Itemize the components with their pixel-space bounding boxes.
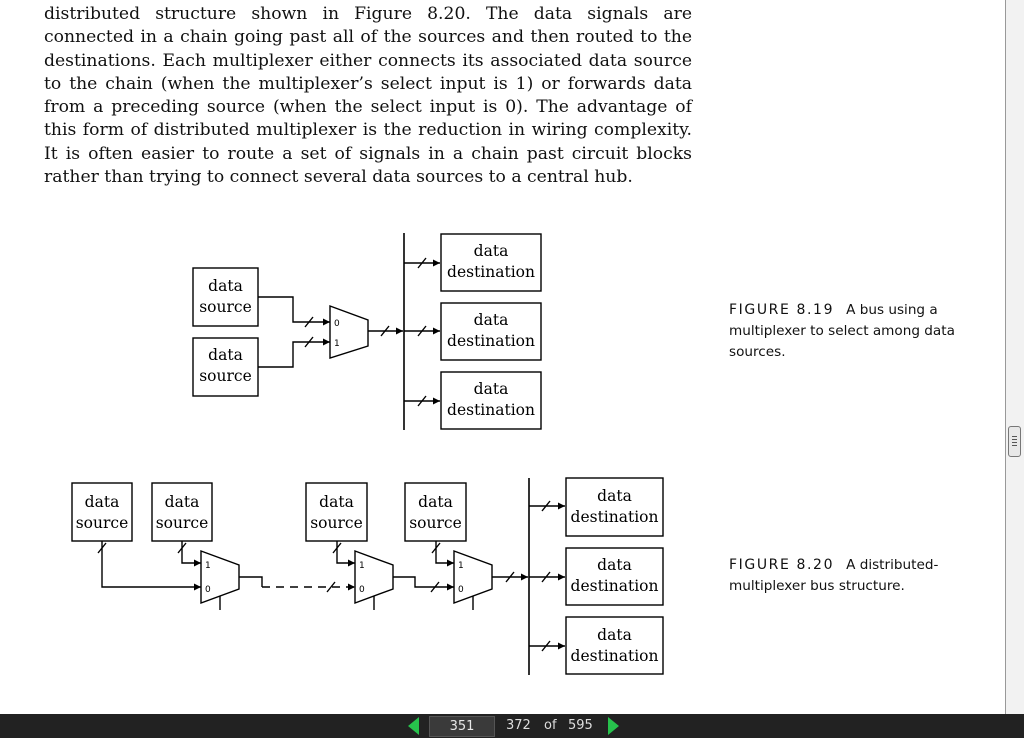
scrollbar-thumb[interactable] (1008, 426, 1021, 457)
fig19-destination-box-3 (440, 371, 542, 430)
fig20-source-4-line1: data (418, 493, 453, 511)
fig20-source-4-line2: source (409, 514, 462, 532)
fig20-destination-1-line1: data (597, 487, 632, 505)
fig20-source-1-line2: source (76, 514, 129, 532)
total-pages-label: 595 (568, 718, 593, 733)
fig19-destination-3-line2: destination (447, 401, 535, 419)
figure-8-19-caption-text: A bus using a multiplexer to select amon… (729, 302, 955, 360)
fig20-source-3-line2: source (310, 514, 363, 532)
fig19-destination-3-line1: data (474, 380, 509, 398)
fig20-source-box-2 (151, 482, 213, 542)
figure-8-20-diagram: data source data source data source data… (71, 477, 664, 675)
fig19-mux-port-1: 1 (334, 339, 340, 349)
fig20-destination-2-line1: data (597, 556, 632, 574)
figure-8-19-diagram: data source data source 0 1 data destina… (192, 233, 542, 430)
fig20-source-3-line1: data (319, 493, 354, 511)
fig20-destination-box-2 (565, 547, 664, 606)
fig20-mux-3-port-0: 0 (458, 585, 464, 595)
fig20-destination-box-3 (565, 616, 664, 675)
fig19-destination-2-line2: destination (447, 332, 535, 350)
document-page: distributed structure shown in Figure 8.… (0, 0, 1005, 714)
body-paragraph: distributed structure shown in Figure 8.… (44, 4, 692, 188)
fig20-mux-2 (354, 549, 394, 605)
fig20-mux-1-port-1: 1 (205, 561, 211, 571)
fig19-mux (329, 304, 369, 359)
fig19-mux-port-0: 0 (334, 319, 340, 329)
fig19-source-2-line2: source (199, 367, 252, 385)
fig20-source-2-line2: source (156, 514, 209, 532)
fig19-destination-1-line1: data (474, 242, 509, 260)
fig19-destination-box-2 (440, 302, 542, 361)
fig20-destination-3-line2: destination (571, 647, 659, 665)
fig20-mux-3 (453, 549, 493, 605)
fig19-source-1-line2: source (199, 298, 252, 316)
fig19-source-1-line1: data (208, 277, 243, 295)
fig19-source-2-line1: data (208, 346, 243, 364)
fig20-source-box-1 (71, 482, 133, 542)
fig20-mux-1 (200, 549, 240, 605)
figure-8-20-caption-text: A distributed-multiplexer bus structure. (729, 557, 939, 594)
vertical-scrollbar[interactable] (1005, 0, 1024, 714)
fig19-destination-box-1 (440, 233, 542, 292)
fig20-destination-1-line2: destination (571, 508, 659, 526)
fig19-destination-1-line2: destination (447, 263, 535, 281)
fig20-destination-box-1 (565, 477, 664, 537)
fig20-mux-3-port-1: 1 (458, 561, 464, 571)
figure-8-20-label: FIGURE 8.20 (729, 557, 835, 573)
fig20-mux-2-port-1: 1 (359, 561, 365, 571)
page-number-input[interactable] (429, 716, 495, 737)
fig20-mux-1-port-0: 0 (205, 585, 211, 595)
fig20-source-1-line1: data (85, 493, 120, 511)
fig20-source-box-3 (305, 482, 368, 542)
figure-8-19-label: FIGURE 8.19 (729, 302, 835, 318)
fig19-destination-2-line1: data (474, 311, 509, 329)
fig20-destination-3-line1: data (597, 626, 632, 644)
of-label: of (544, 718, 557, 733)
fig20-source-2-line1: data (165, 493, 200, 511)
fig20-source-box-4 (404, 482, 467, 542)
fig20-mux-2-port-0: 0 (359, 585, 365, 595)
fig20-destination-2-line2: destination (571, 577, 659, 595)
page-navigation-bar (0, 714, 1024, 738)
previous-page-arrow-icon[interactable] (408, 717, 419, 735)
next-page-arrow-icon[interactable] (608, 717, 619, 735)
current-page-label: 372 (506, 718, 531, 733)
